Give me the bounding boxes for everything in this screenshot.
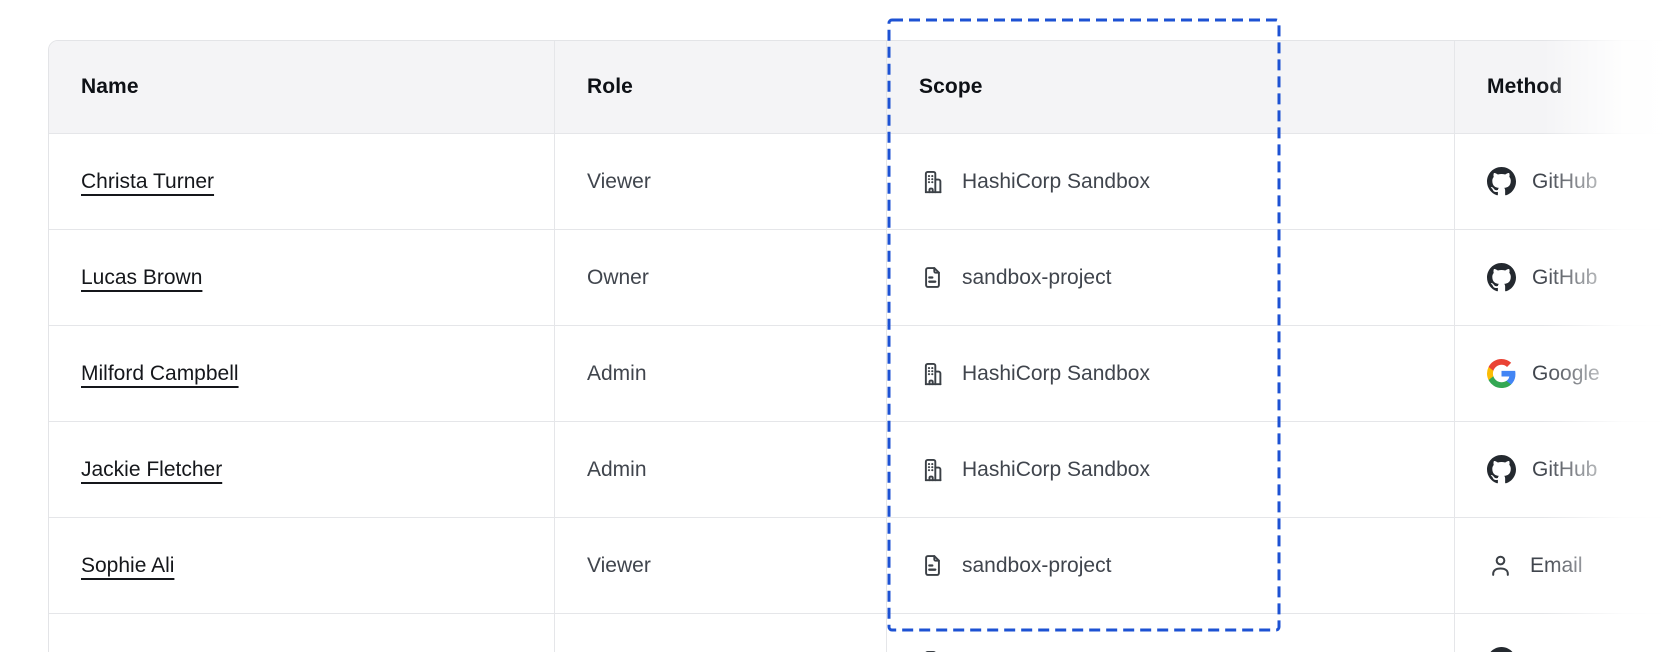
scope-label: sandbox-project bbox=[962, 265, 1112, 289]
role-label: Admin bbox=[587, 457, 647, 481]
column-header-role: Role bbox=[555, 41, 887, 133]
org-icon bbox=[919, 168, 946, 195]
scope-label: HashiCorp Sandbox bbox=[962, 457, 1150, 481]
column-header-scope: Scope bbox=[887, 41, 1455, 133]
method-cell bbox=[1455, 614, 1672, 652]
org-icon bbox=[919, 360, 946, 387]
method-cell: Google bbox=[1455, 326, 1672, 421]
members-table: Name Role Scope Method Christa Turner Vi… bbox=[48, 40, 1672, 652]
table-row: Lucas Brown Owner sandbox-project GitHub bbox=[49, 229, 1672, 325]
column-header-scope-label: Scope bbox=[919, 75, 983, 98]
table-row: Christa Turner Viewer HashiCorp Sandbox … bbox=[49, 133, 1672, 229]
method-label: Google bbox=[1532, 361, 1600, 385]
column-header-role-label: Role bbox=[587, 75, 633, 98]
github-icon bbox=[1487, 647, 1516, 652]
role-cell: Viewer bbox=[555, 518, 887, 613]
person-icon bbox=[1487, 552, 1514, 579]
role-cell: Owner bbox=[555, 230, 887, 325]
method-cell: GitHub bbox=[1455, 230, 1672, 325]
org-icon bbox=[919, 648, 946, 652]
method-label: GitHub bbox=[1532, 457, 1598, 481]
method-label: GitHub bbox=[1532, 265, 1598, 289]
org-icon bbox=[919, 456, 946, 483]
member-name-link[interactable]: Lucas Brown bbox=[81, 265, 203, 289]
role-cell: Admin bbox=[555, 422, 887, 517]
google-icon bbox=[1487, 359, 1516, 388]
role-cell: Viewer bbox=[555, 134, 887, 229]
method-label: GitHub bbox=[1532, 169, 1598, 193]
name-cell bbox=[49, 614, 555, 652]
method-cell: GitHub bbox=[1455, 422, 1672, 517]
scope-cell: HashiCorp Sandbox bbox=[887, 422, 1455, 517]
scope-cell: HashiCorp Sandbox bbox=[887, 134, 1455, 229]
column-header-method: Method bbox=[1455, 41, 1672, 133]
scope-cell: sandbox-project bbox=[887, 518, 1455, 613]
role-label: Owner bbox=[587, 265, 649, 289]
scope-cell bbox=[887, 614, 1455, 652]
column-header-method-label: Method bbox=[1487, 75, 1563, 98]
member-name-link[interactable]: Jackie Fletcher bbox=[81, 457, 223, 481]
member-name-link[interactable]: Christa Turner bbox=[81, 169, 215, 193]
table-row bbox=[49, 613, 1672, 652]
github-icon bbox=[1487, 263, 1516, 292]
github-icon bbox=[1487, 455, 1516, 484]
scope-cell: sandbox-project bbox=[887, 230, 1455, 325]
role-cell bbox=[555, 614, 887, 652]
file-icon bbox=[919, 552, 946, 579]
github-icon bbox=[1487, 167, 1516, 196]
table-row: Sophie Ali Viewer sandbox-project Email bbox=[49, 517, 1672, 613]
role-label: Admin bbox=[587, 361, 647, 385]
table-header-row: Name Role Scope Method bbox=[49, 41, 1672, 133]
scope-label: sandbox-project bbox=[962, 553, 1112, 577]
scope-cell: HashiCorp Sandbox bbox=[887, 326, 1455, 421]
name-cell: Christa Turner bbox=[49, 134, 555, 229]
table-body: Christa Turner Viewer HashiCorp Sandbox … bbox=[49, 133, 1672, 652]
scope-label: HashiCorp Sandbox bbox=[962, 169, 1150, 193]
column-header-name-label: Name bbox=[81, 75, 139, 98]
member-name-link[interactable]: Sophie Ali bbox=[81, 553, 175, 577]
role-cell: Admin bbox=[555, 326, 887, 421]
member-name-link[interactable]: Milford Campbell bbox=[81, 361, 239, 385]
name-cell: Jackie Fletcher bbox=[49, 422, 555, 517]
file-icon bbox=[919, 264, 946, 291]
method-cell: Email bbox=[1455, 518, 1672, 613]
role-label: Viewer bbox=[587, 169, 651, 193]
table-row: Jackie Fletcher Admin HashiCorp Sandbox … bbox=[49, 421, 1672, 517]
name-cell: Milford Campbell bbox=[49, 326, 555, 421]
name-cell: Lucas Brown bbox=[49, 230, 555, 325]
column-header-name: Name bbox=[49, 41, 555, 133]
table-row: Milford Campbell Admin HashiCorp Sandbox… bbox=[49, 325, 1672, 421]
method-cell: GitHub bbox=[1455, 134, 1672, 229]
name-cell: Sophie Ali bbox=[49, 518, 555, 613]
scope-label: HashiCorp Sandbox bbox=[962, 361, 1150, 385]
role-label: Viewer bbox=[587, 553, 651, 577]
method-label: Email bbox=[1530, 553, 1583, 577]
